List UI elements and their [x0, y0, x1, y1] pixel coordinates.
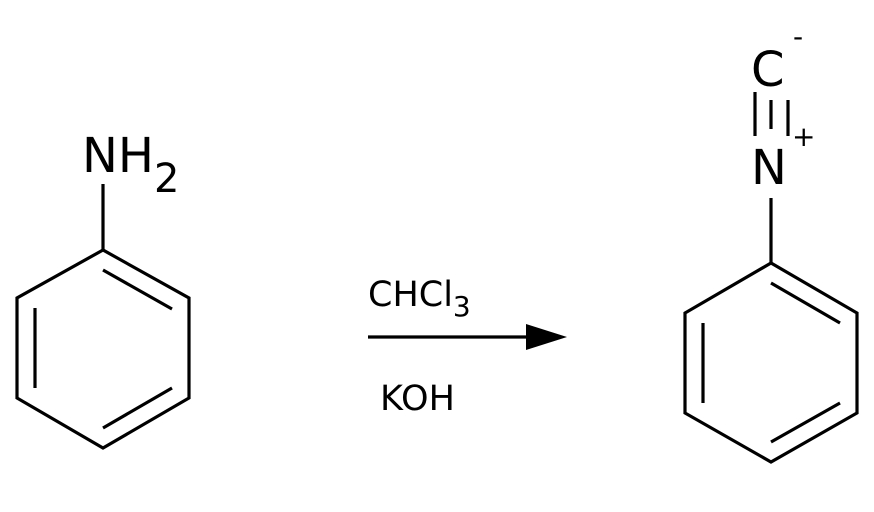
carbon-charge: - — [793, 20, 803, 53]
nitrogen-label: N — [751, 140, 787, 196]
double-bond-inner — [102, 386, 173, 430]
reactant-aniline: NH2 — [15, 128, 191, 450]
double-bond-inner — [770, 281, 841, 325]
nitrogen-charge: + — [792, 120, 815, 153]
reagent-above: CHCl3 — [368, 275, 471, 323]
product-phenyl-isocyanide: N + C - — [683, 20, 859, 464]
reaction-arrow — [368, 324, 567, 350]
benzene-ring-left — [15, 248, 191, 450]
reagent-below: KOH — [380, 379, 455, 419]
carbon-label: C — [751, 42, 785, 98]
amine-group-label: NH2 — [82, 128, 179, 202]
arrow-head — [526, 324, 567, 350]
double-bond-inner — [102, 268, 173, 311]
benzene-ring-right — [683, 261, 859, 464]
double-bond-inner — [770, 401, 841, 444]
